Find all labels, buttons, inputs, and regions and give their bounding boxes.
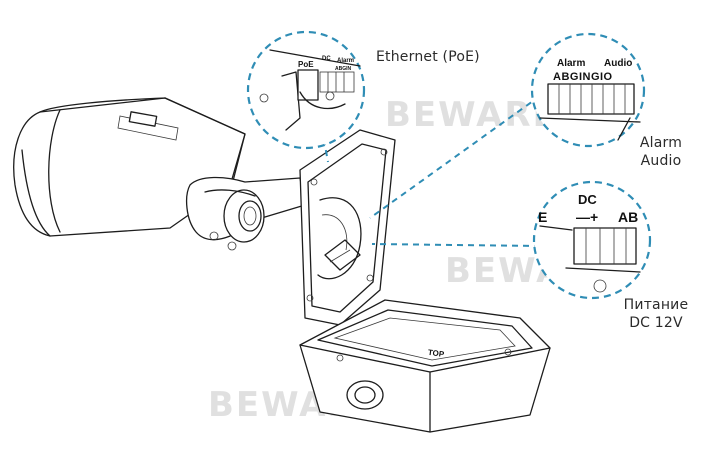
label-audio: Audio <box>640 153 682 169</box>
label-ethernet-poe: Ethernet (PoE) <box>376 49 480 65</box>
zoom-dc-polarity: —+ <box>576 209 598 225</box>
junction-box: TOP <box>299 299 551 433</box>
watermark-top: BEWARD <box>385 95 563 135</box>
label-power-ru: Питание <box>623 297 689 313</box>
zoom-left-fragment: E <box>538 209 547 225</box>
alarm-small-pins: ABGIN <box>335 66 352 72</box>
label-alarm-audio: Alarm Audio <box>626 134 696 170</box>
zoom-alarm-pins: ABGINGIO <box>553 71 613 83</box>
zoom-ab-label: AB <box>618 209 638 225</box>
junction-lid <box>299 129 396 326</box>
zoom-alarm: Alarm Audio ABGINGIO <box>530 32 646 148</box>
zoom-dc-label: DC <box>578 192 597 207</box>
dc-small-label: DC <box>322 56 331 62</box>
leader-power <box>371 243 541 247</box>
zoom-power: DC —+ AB E <box>532 180 652 300</box>
zoom-audio-label: Audio <box>604 58 632 69</box>
label-power-dc12v: DC 12V <box>629 315 683 331</box>
alarm-small-label: Alarm <box>337 58 354 64</box>
box-top-mark: TOP <box>427 348 445 359</box>
mount-arm <box>185 176 306 251</box>
label-alarm: Alarm <box>639 135 683 151</box>
leader-alarm <box>369 95 541 219</box>
label-power: Питание DC 12V <box>608 296 704 332</box>
zoom-ethernet: PoE DC Alarm ABGIN <box>246 30 366 150</box>
poe-label: PoE <box>298 60 314 69</box>
zoom-alarm-label: Alarm <box>557 58 585 69</box>
